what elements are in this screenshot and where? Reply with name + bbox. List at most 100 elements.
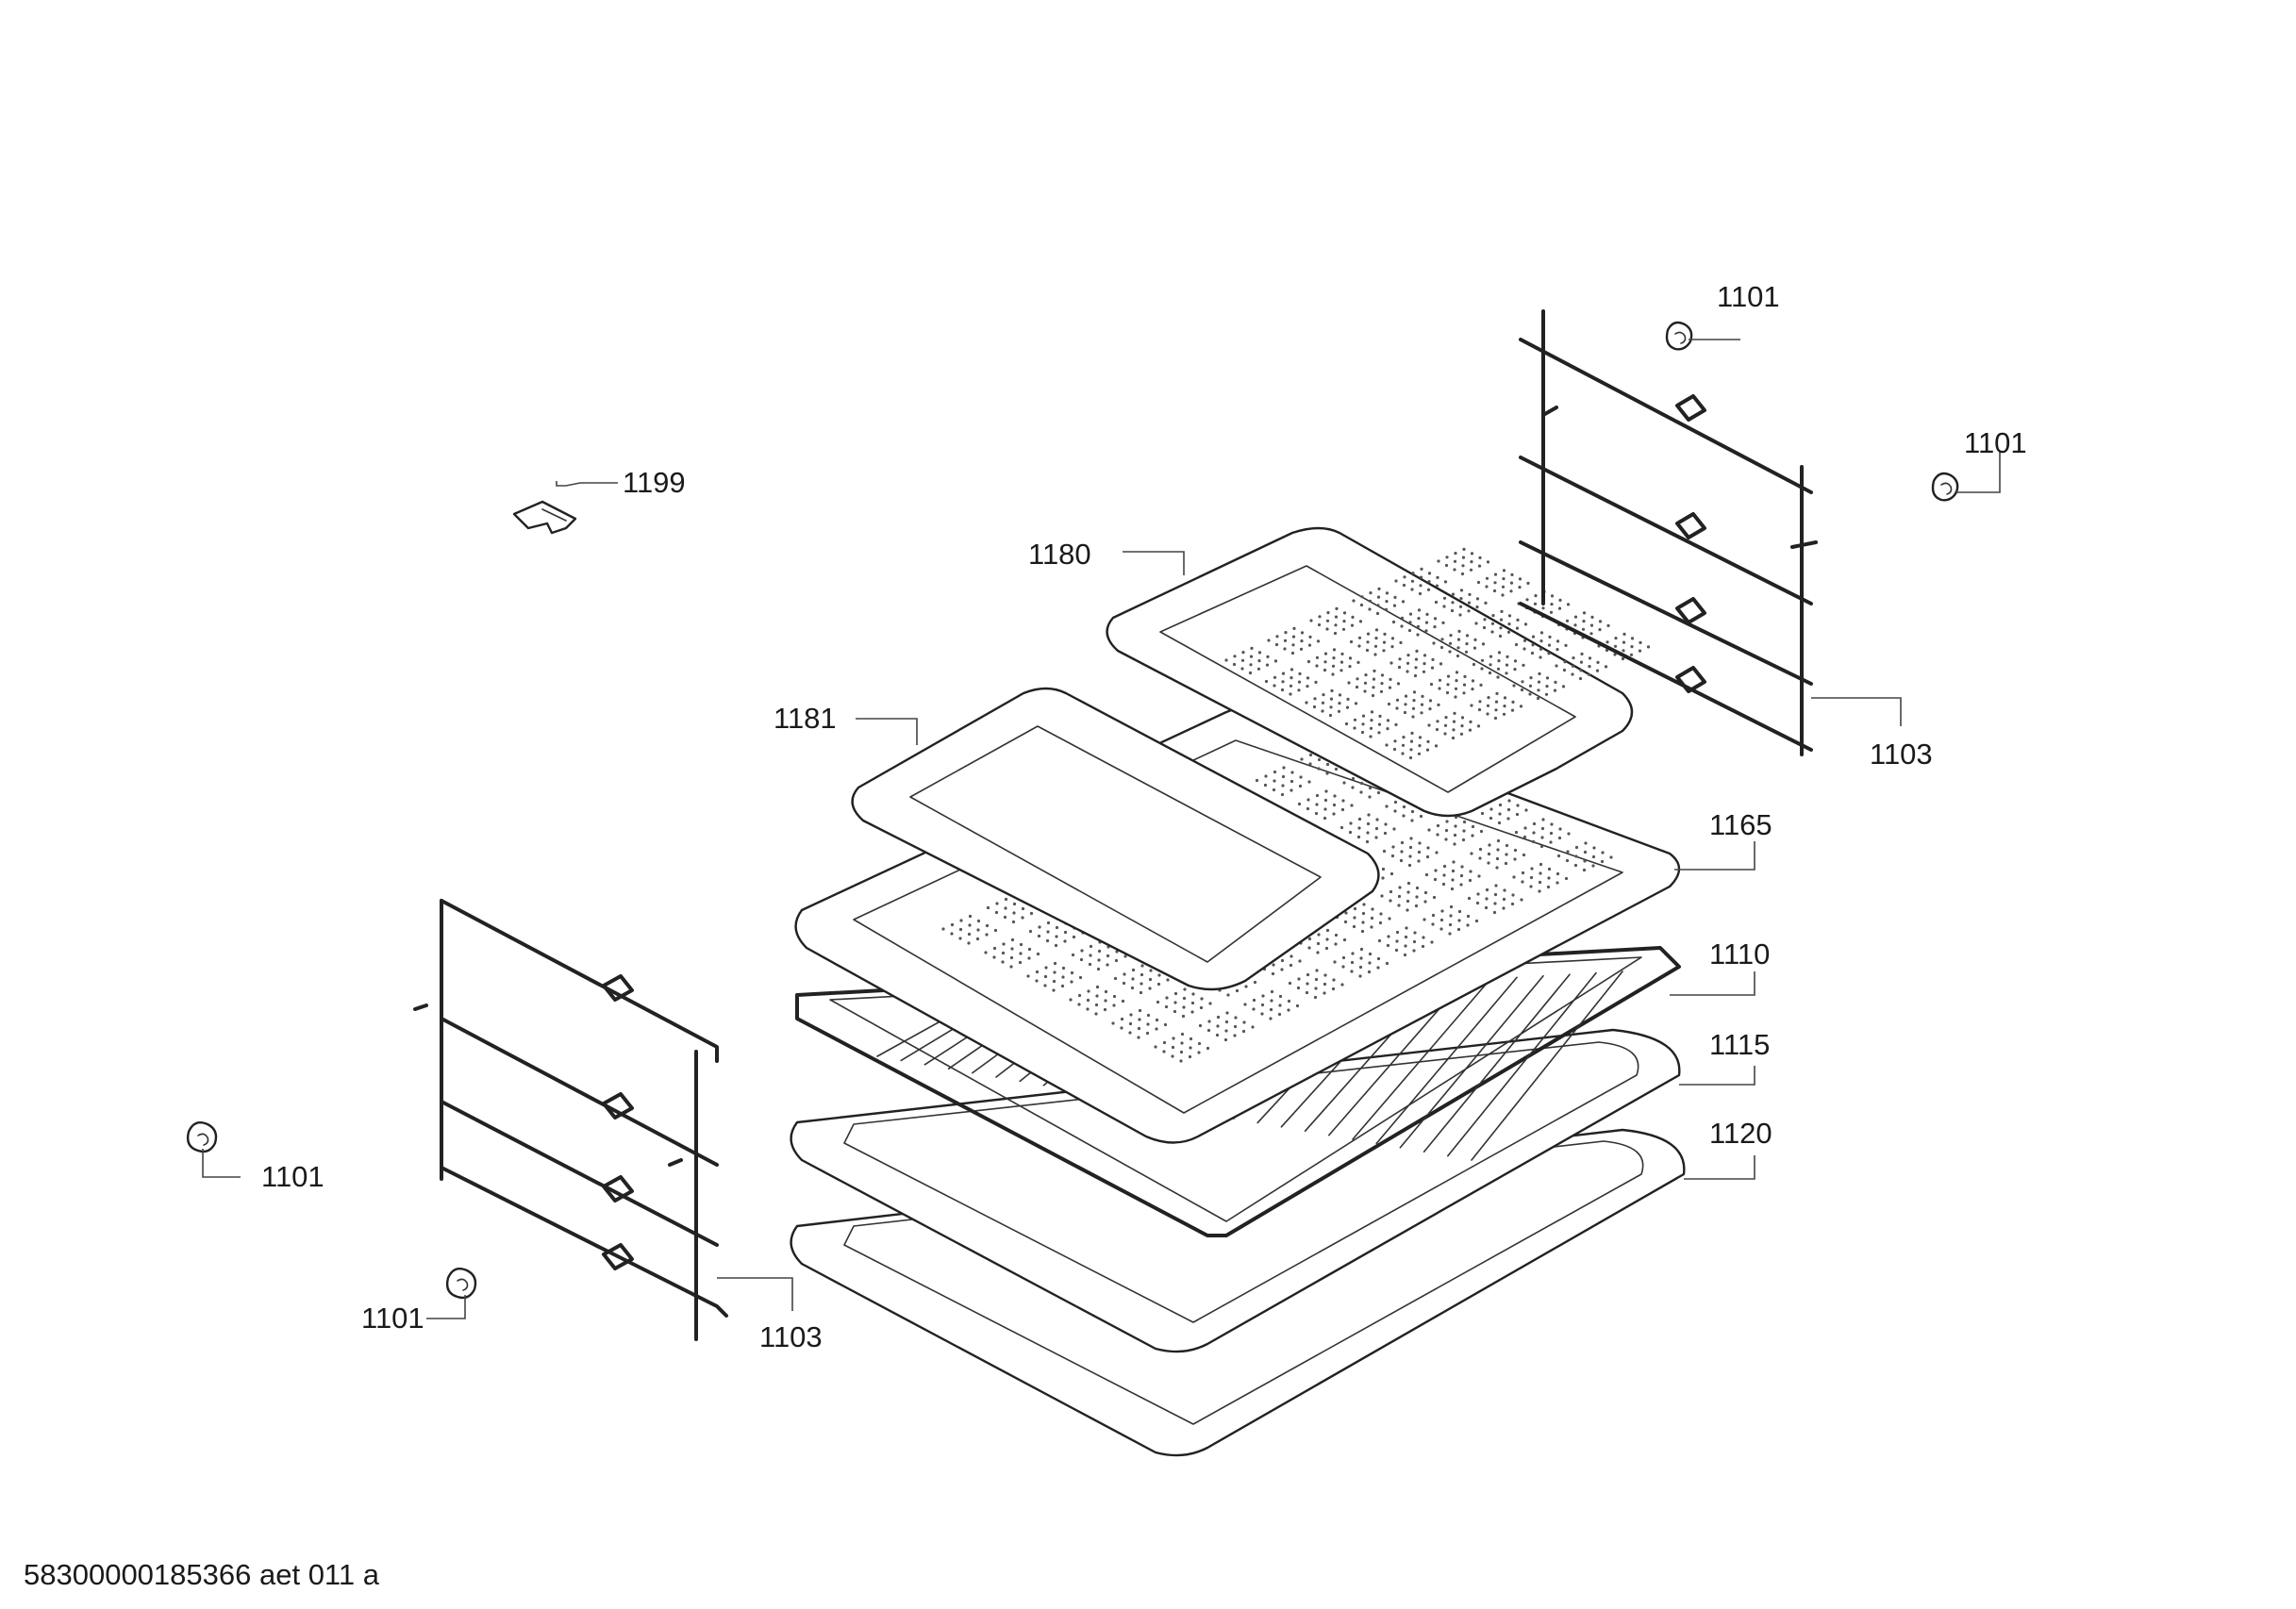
perforation-hole <box>1486 712 1489 716</box>
perforation-hole <box>1348 665 1352 669</box>
perforation-hole <box>1363 689 1367 693</box>
perforation-hole <box>1360 929 1365 934</box>
perforation-hole <box>950 922 955 927</box>
perforation-hole <box>1406 654 1410 657</box>
perforation-hole <box>1361 911 1366 916</box>
label-clip-1101-top-right: 1101 <box>1717 280 1780 313</box>
perforation-hole <box>1467 896 1472 901</box>
perforation-hole <box>1622 640 1626 644</box>
perforation-hole <box>1370 710 1374 714</box>
perforation-hole <box>1139 990 1143 995</box>
perforation-hole <box>1122 981 1126 986</box>
perforation-hole <box>1019 942 1023 947</box>
perforation-hole <box>1368 786 1373 790</box>
perforation-hole <box>1146 1013 1151 1018</box>
perforation-hole <box>1352 924 1356 929</box>
perforation-hole <box>1460 716 1465 720</box>
perforation-hole <box>1280 958 1285 963</box>
perforation-hole <box>1513 668 1517 672</box>
perforation-hole <box>1556 871 1560 876</box>
perforation-hole <box>1397 894 1402 899</box>
perforation-hole <box>1427 828 1431 832</box>
perforation-hole <box>1392 747 1397 752</box>
perforation-hole <box>1547 643 1552 647</box>
perforation-hole <box>1411 572 1415 575</box>
perforation-hole <box>1385 804 1389 808</box>
perforation-hole <box>1190 1010 1194 1014</box>
perforation-hole <box>1444 716 1448 720</box>
perforation-hole <box>1264 774 1268 778</box>
perforation-hole <box>1423 662 1426 666</box>
perforation-hole <box>1495 866 1499 870</box>
perforation-hole <box>1359 947 1364 952</box>
perforation-hole <box>1470 852 1473 855</box>
perforation-hole <box>1271 971 1275 976</box>
perforation-hole <box>1342 620 1346 623</box>
perforation-hole <box>1376 956 1381 961</box>
perforation-hole <box>1392 827 1396 831</box>
perforation-hole <box>1418 591 1423 596</box>
perforation-hole <box>1394 948 1399 953</box>
perforation-hole <box>1351 615 1355 620</box>
perforation-hole <box>1332 656 1336 660</box>
perforation-hole <box>1380 894 1384 898</box>
perforation-hole <box>1339 825 1344 830</box>
perforation-hole <box>1097 949 1102 954</box>
perforation-hole <box>1359 956 1363 960</box>
perforation-hole <box>1406 661 1410 665</box>
perforation-hole <box>1406 908 1409 912</box>
perforation-hole <box>1342 611 1347 615</box>
perforation-hole <box>1165 996 1169 1000</box>
perforation-hole <box>1555 664 1558 668</box>
perforation-hole <box>1550 822 1554 826</box>
perforation-hole <box>1477 564 1482 568</box>
perforation-hole <box>1321 709 1324 713</box>
perforation-hole <box>1574 854 1578 858</box>
perforation-hole <box>1522 835 1527 839</box>
perforation-hole <box>1404 944 1407 948</box>
perforation-hole <box>1373 653 1377 656</box>
perforation-hole <box>1421 944 1425 949</box>
perforation-hole <box>1531 635 1536 639</box>
perforation-hole <box>1021 916 1024 920</box>
perforation-hole <box>1189 1046 1192 1050</box>
perforation-hole <box>1478 847 1483 852</box>
perforation-hole <box>995 902 999 905</box>
perforation-hole <box>1323 807 1327 811</box>
perforation-hole <box>1043 974 1048 979</box>
perforation-hole <box>1313 995 1318 1000</box>
perforation-hole <box>1521 680 1524 684</box>
perforation-hole <box>1453 568 1456 572</box>
perforation-hole <box>1348 656 1353 660</box>
perforation-hole <box>1428 707 1432 711</box>
solid-pan-1181 <box>851 687 1380 991</box>
perforation-hole <box>1347 681 1351 685</box>
perforation-hole <box>1063 930 1068 935</box>
label-bracket-1199: 1199 <box>623 466 686 499</box>
perforation-hole <box>1256 667 1261 671</box>
perforation-hole <box>1334 933 1339 937</box>
perforation-hole <box>1480 811 1485 816</box>
perforation-hole <box>1366 632 1371 636</box>
perforation-hole <box>1357 826 1361 830</box>
perforation-hole <box>1398 886 1402 889</box>
perforation-hole <box>1519 705 1523 708</box>
perforation-hole <box>1314 811 1319 816</box>
perforation-hole <box>1308 753 1313 757</box>
perforation-hole <box>1171 1054 1174 1058</box>
perforation-hole <box>1425 612 1429 617</box>
perforation-hole <box>1215 1033 1220 1037</box>
perforation-hole <box>1451 601 1455 605</box>
perforation-hole <box>1544 692 1549 696</box>
perforation-hole <box>1182 1005 1186 1009</box>
perforation-hole <box>1240 658 1245 662</box>
perforation-hole <box>1280 968 1284 971</box>
perforation-hole <box>1474 919 1479 923</box>
perforation-hole <box>1373 644 1378 648</box>
perforation-hole <box>1564 643 1568 648</box>
perforation-hole <box>1545 676 1550 680</box>
perforation-hole <box>1154 1045 1157 1049</box>
perforation-hole <box>1001 960 1005 964</box>
perforation-hole <box>1384 607 1389 611</box>
perforation-hole <box>1513 848 1518 853</box>
